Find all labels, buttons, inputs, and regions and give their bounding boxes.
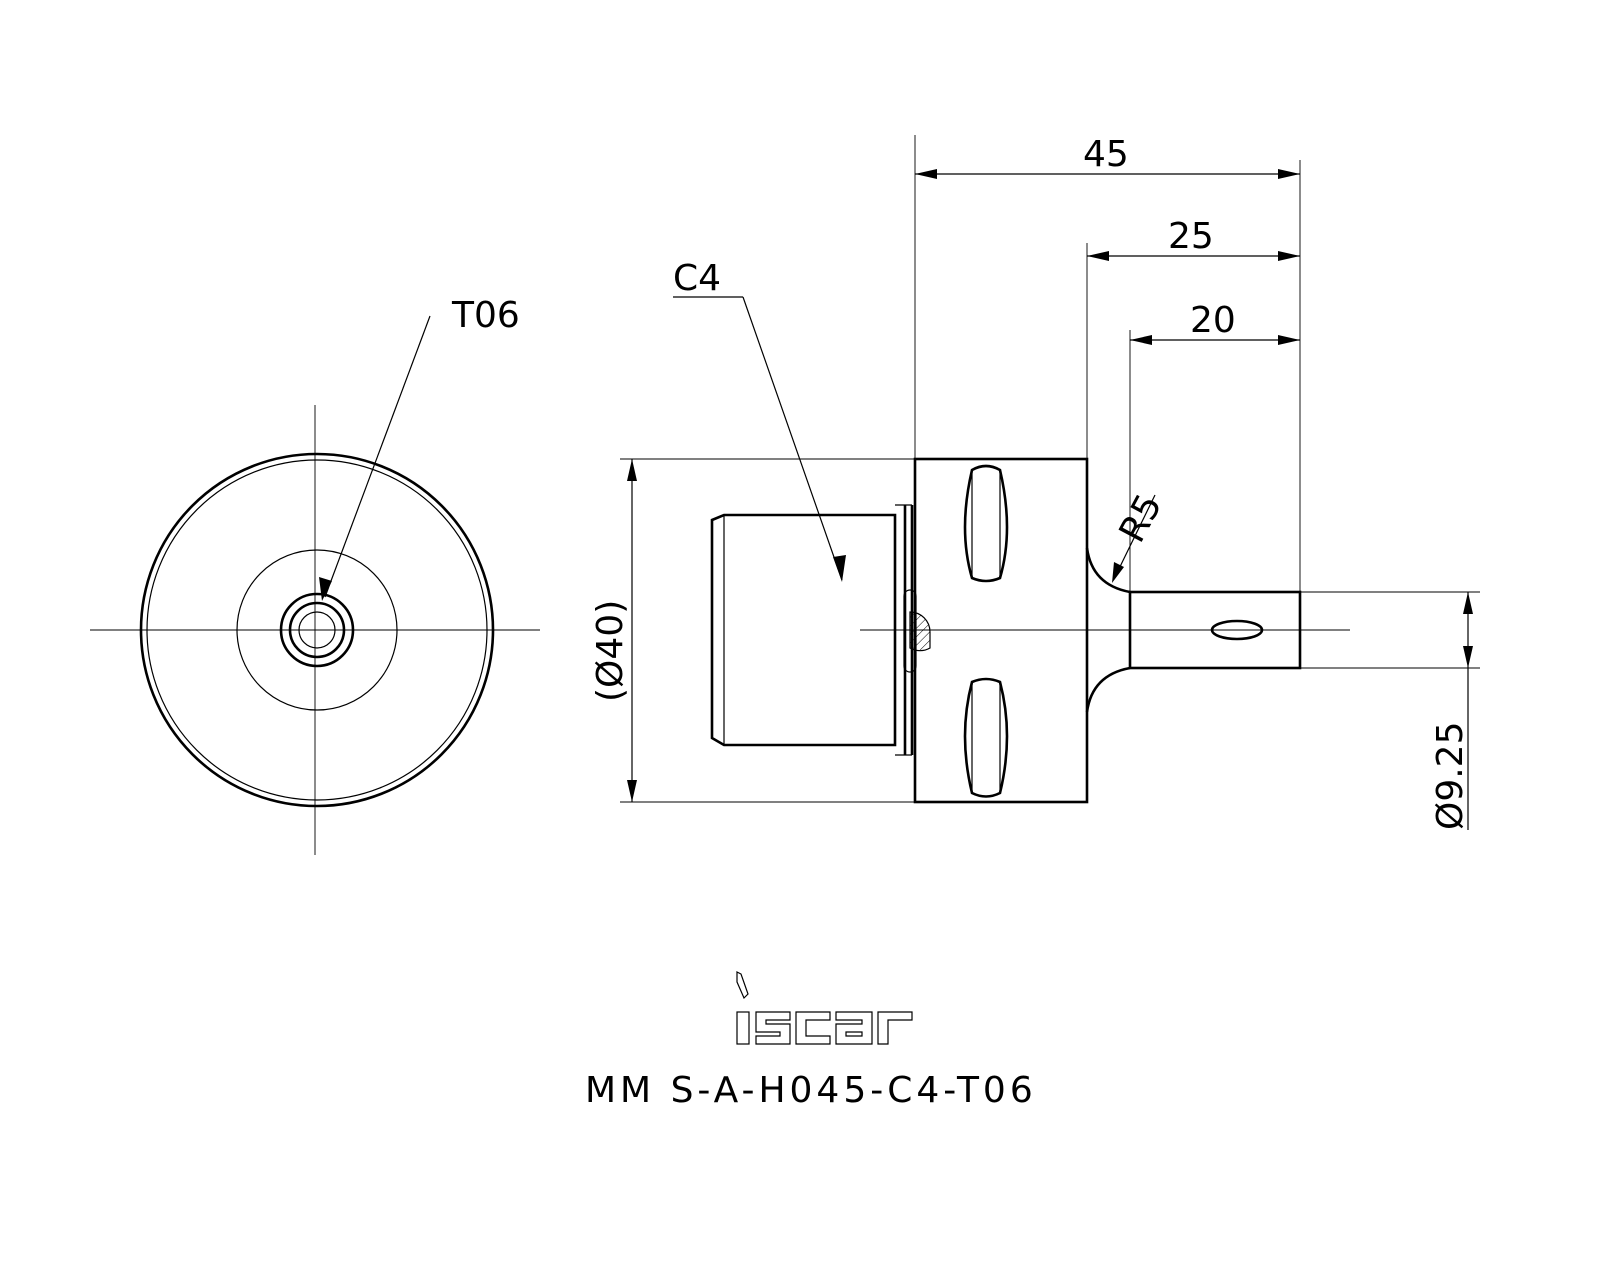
t06-arrow [319,577,332,601]
dia925-label: Ø9.25 [1430,722,1471,831]
side-view: C4 R5 (Ø40) Ø9.25 45 25 [590,134,1480,830]
flange-body [913,457,1089,804]
t06-label: T06 [451,295,520,336]
brand-text: iscar [0,0,3,1]
dim45-label: 45 [1083,134,1129,175]
top-slot [963,464,1009,583]
bore-ring-circle [288,601,346,659]
bore-outer-circle [279,592,355,668]
mid-circle [236,549,398,711]
dim25-label: 25 [1168,216,1214,257]
part-number: MM S-A-H045-C4-T06 [585,1070,1037,1111]
r5-arrow [1112,562,1124,583]
t06-leader [324,315,431,598]
brand-logo: iscar [0,0,913,1045]
r5-label: R5 [1112,488,1171,550]
c4-leader [742,296,843,581]
bore-inner-circle [298,611,336,649]
shank-flat [1210,619,1264,641]
r5-leader [1113,494,1156,580]
fillet-bottom [1085,666,1131,713]
bottom-slot [963,677,1009,798]
outer-circle [139,452,495,808]
dia40-label: (Ø40) [590,600,631,702]
front-view: T06 [90,295,540,855]
fillet-top [1085,547,1131,594]
hatched-pin [909,611,931,652]
outer-chamfer-circle [146,459,488,801]
c4-arrow [833,555,846,582]
pin-outline [903,589,917,673]
dim20-label: 20 [1190,300,1236,341]
c4-label: C4 [673,258,721,299]
shank [1128,590,1302,670]
